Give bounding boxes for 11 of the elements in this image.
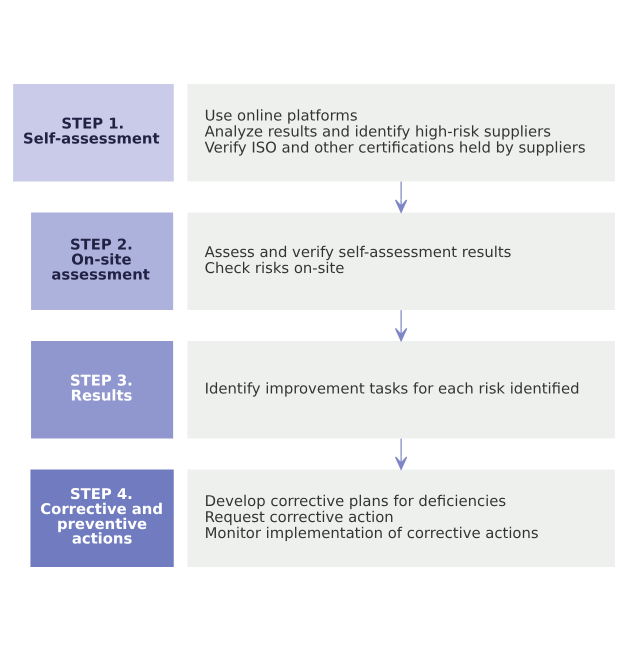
arrow bbox=[394, 438, 408, 470]
node-box: STEP 2. On-site assessment bbox=[31, 212, 174, 310]
node-box: STEP 1. Self-assessment bbox=[13, 84, 174, 182]
node-box: Assess and verify self-assessment results Check risks on-site bbox=[187, 212, 615, 310]
node-box: Use online platforms Analyze results and identify high-risk suppliers Verify ISO and other certifications held by suppliers bbox=[187, 84, 615, 182]
node-box: Develop corrective plans for deficiencies Request corrective action Monitor implementation of corrective actions bbox=[187, 469, 615, 568]
node-box: STEP 3. Results bbox=[31, 340, 174, 439]
node-box: STEP 4. Corrective and preventive actions bbox=[30, 469, 174, 568]
arrow bbox=[394, 182, 408, 213]
arrow bbox=[394, 310, 408, 342]
node-box: Identify improvement tasks for each risk identified bbox=[187, 340, 615, 439]
